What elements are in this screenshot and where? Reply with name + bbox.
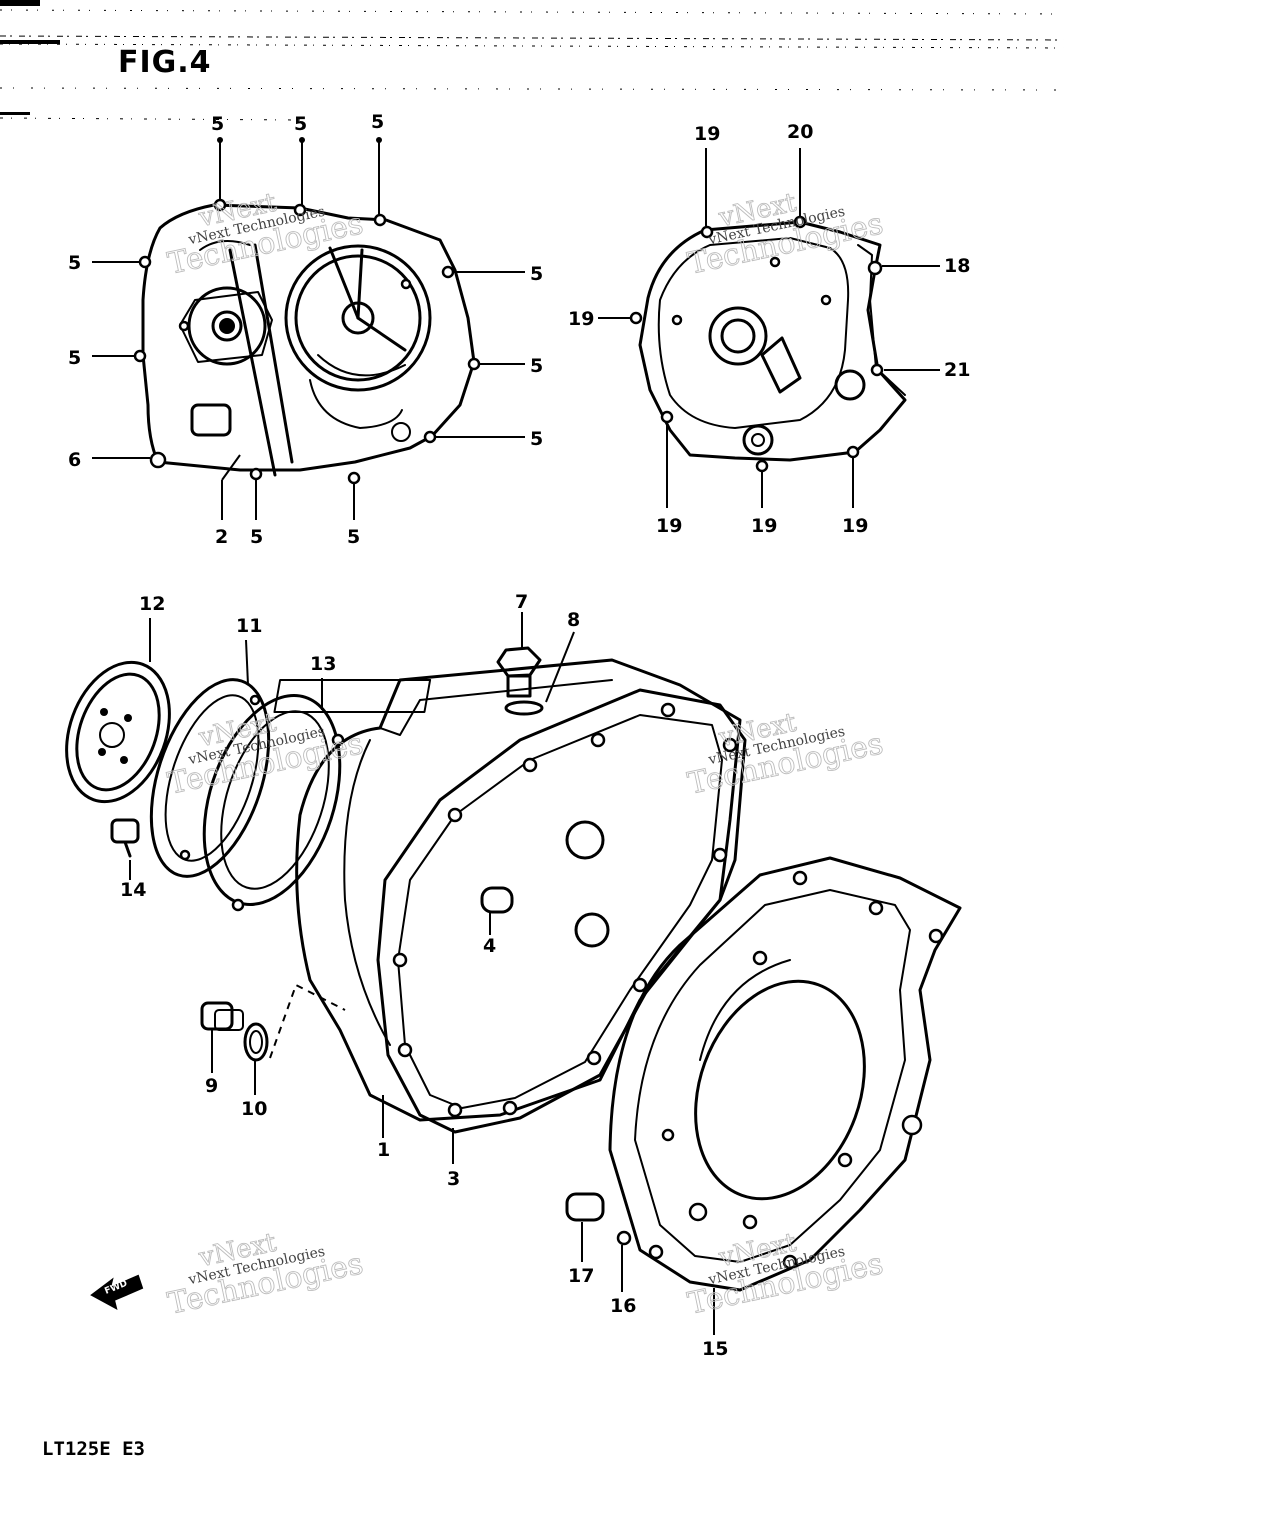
left-cover-leaders <box>92 137 525 520</box>
watermark: vNext Technologies vNext Technologies <box>684 707 886 802</box>
forward-arrow-icon: FWD <box>90 1274 144 1310</box>
callout-5: 5 <box>68 347 81 369</box>
callout-12: 12 <box>139 593 165 615</box>
callout-5: 5 <box>530 263 543 285</box>
right-cover-callouts: 19 20 18 19 21 19 19 19 <box>568 121 970 537</box>
left-cover-bolts <box>133 198 481 485</box>
callout-10: 10 <box>241 1098 267 1120</box>
right-magneto-cover <box>638 220 907 462</box>
right-cover-bolts <box>629 215 884 473</box>
left-clutch-cover <box>141 203 476 477</box>
callout-19: 19 <box>656 515 682 537</box>
callout-13: 13 <box>310 653 336 675</box>
callout-9: 9 <box>205 1075 218 1097</box>
callout-21: 21 <box>944 359 970 381</box>
callout-17: 17 <box>568 1265 594 1287</box>
callout-16: 16 <box>610 1295 636 1317</box>
callout-15: 15 <box>702 1338 728 1360</box>
callout-5: 5 <box>68 252 81 274</box>
callout-5: 5 <box>347 526 360 548</box>
callout-7: 7 <box>515 591 528 613</box>
watermark: vNext Technologies vNext Technologies <box>684 1227 886 1322</box>
callout-6: 6 <box>68 449 81 471</box>
callout-4: 4 <box>483 935 496 957</box>
housing-bolt-holes <box>616 870 944 1270</box>
callout-5: 5 <box>530 428 543 450</box>
watermark: vNext Technologies vNext Technologies <box>164 187 366 282</box>
callout-11: 11 <box>236 615 262 637</box>
gasket-bolt-holes <box>392 702 738 1118</box>
callout-18: 18 <box>944 255 970 277</box>
callout-8: 8 <box>567 609 580 631</box>
callout-19: 19 <box>694 123 720 145</box>
main-callouts: 12 11 13 7 8 14 4 9 10 1 3 17 16 15 <box>120 591 728 1360</box>
main-leaders <box>129 612 715 1335</box>
watermark: vNext Technologies vNext Technologies <box>164 1227 366 1322</box>
model-label: LT125E E3 <box>42 1438 145 1460</box>
callout-5: 5 <box>294 113 307 135</box>
callout-2: 2 <box>215 526 228 548</box>
callout-14: 14 <box>120 879 146 901</box>
callout-19: 19 <box>842 515 868 537</box>
callout-19: 19 <box>751 515 777 537</box>
callout-5: 5 <box>250 526 263 548</box>
callout-1: 1 <box>377 1139 390 1161</box>
scan-noise <box>0 0 1065 121</box>
figure-title: FIG.4 <box>118 45 212 80</box>
callout-5: 5 <box>371 111 384 133</box>
main-assembly <box>65 646 962 1292</box>
callout-3: 3 <box>447 1168 460 1190</box>
right-cover-leaders <box>598 148 940 508</box>
left-cover-callouts: 5 5 5 5 5 5 5 5 6 2 5 5 <box>68 111 543 548</box>
callout-19: 19 <box>568 308 594 330</box>
callout-5: 5 <box>530 355 543 377</box>
callout-5: 5 <box>211 113 224 135</box>
callout-20: 20 <box>787 121 813 143</box>
